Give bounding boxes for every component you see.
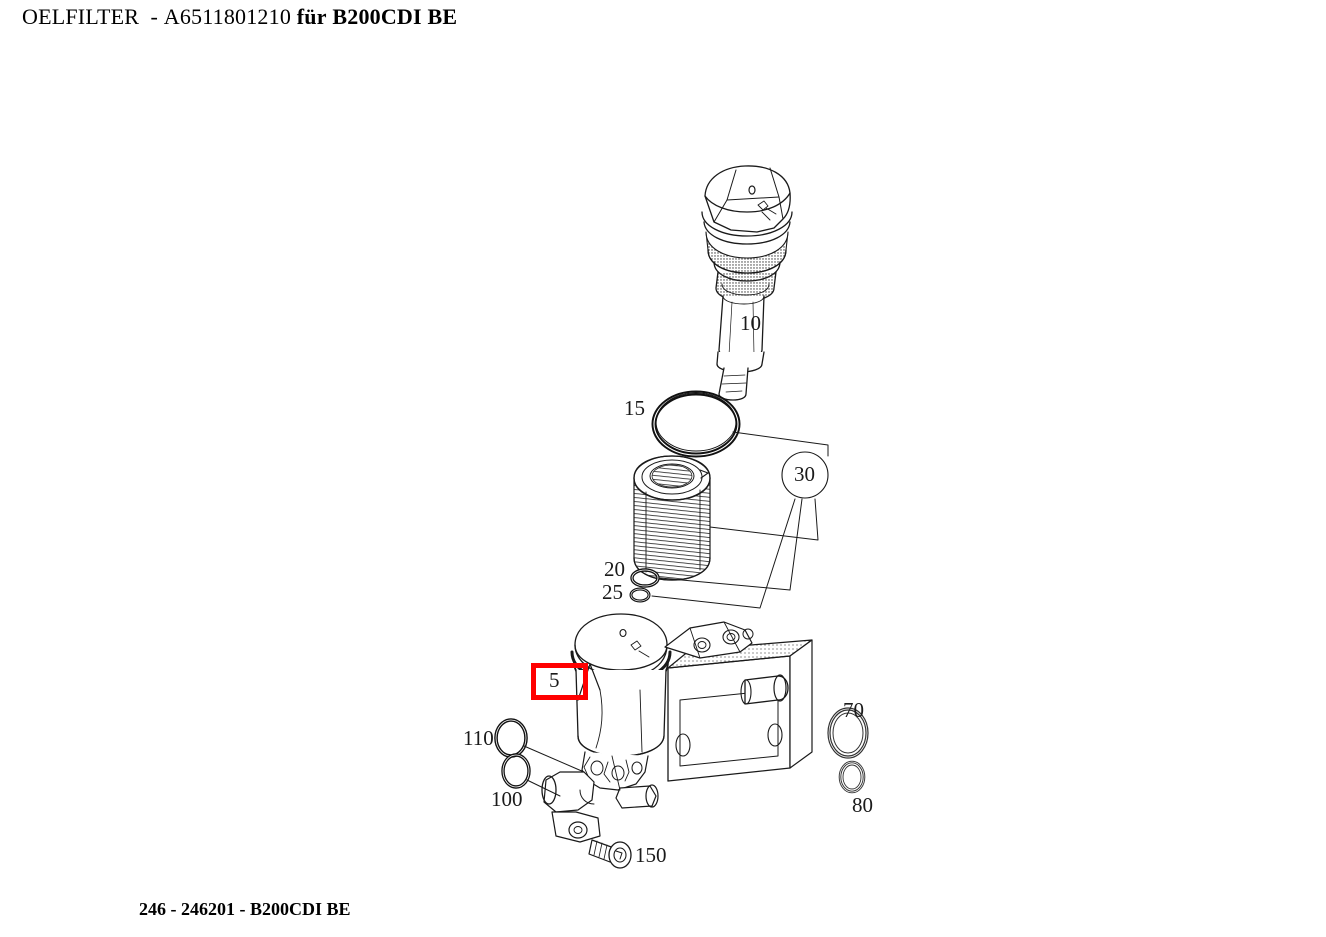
title-model: B200CDI BE (332, 4, 458, 29)
callout-80: 80 (852, 793, 873, 817)
callout-20: 20 (604, 557, 625, 581)
callout-100: 100 (491, 787, 523, 811)
part-110-o-ring (494, 718, 585, 773)
part-80-sealing-ring (838, 760, 866, 794)
footer-reference: 246 - 246201 - B200CDI BE (139, 899, 351, 919)
part-25-o-ring (629, 587, 651, 603)
title-separator: - (150, 4, 159, 29)
title-part-number: A6511801210 (163, 4, 292, 29)
part-150-bolt (588, 839, 632, 869)
callout-15: 15 (624, 396, 645, 420)
page-title: OELFILTER - A6511801210 für B200CDI BE (22, 2, 457, 32)
callout-150: 150 (635, 843, 667, 867)
highlight-box-callout-5 (531, 663, 588, 700)
part-100-o-ring (501, 753, 561, 797)
part-10-filter-cap (701, 165, 793, 401)
title-fuer: für (296, 4, 327, 29)
part-70-sealing-ring (827, 707, 869, 759)
part-20-o-ring (630, 568, 660, 588)
callout-25: 25 (602, 580, 623, 604)
callout-110: 110 (463, 726, 494, 750)
part-30-kit-bracket (651, 431, 829, 609)
title-part-name: OELFILTER (22, 4, 140, 29)
callout-5: 5 (549, 668, 560, 692)
callout-70: 70 (843, 698, 864, 722)
part-15-o-ring (651, 390, 741, 458)
part-5-filter-housing (541, 613, 813, 843)
callout-30: 30 (794, 462, 815, 486)
callout-10: 10 (740, 311, 761, 335)
part-filter-element (633, 455, 711, 581)
